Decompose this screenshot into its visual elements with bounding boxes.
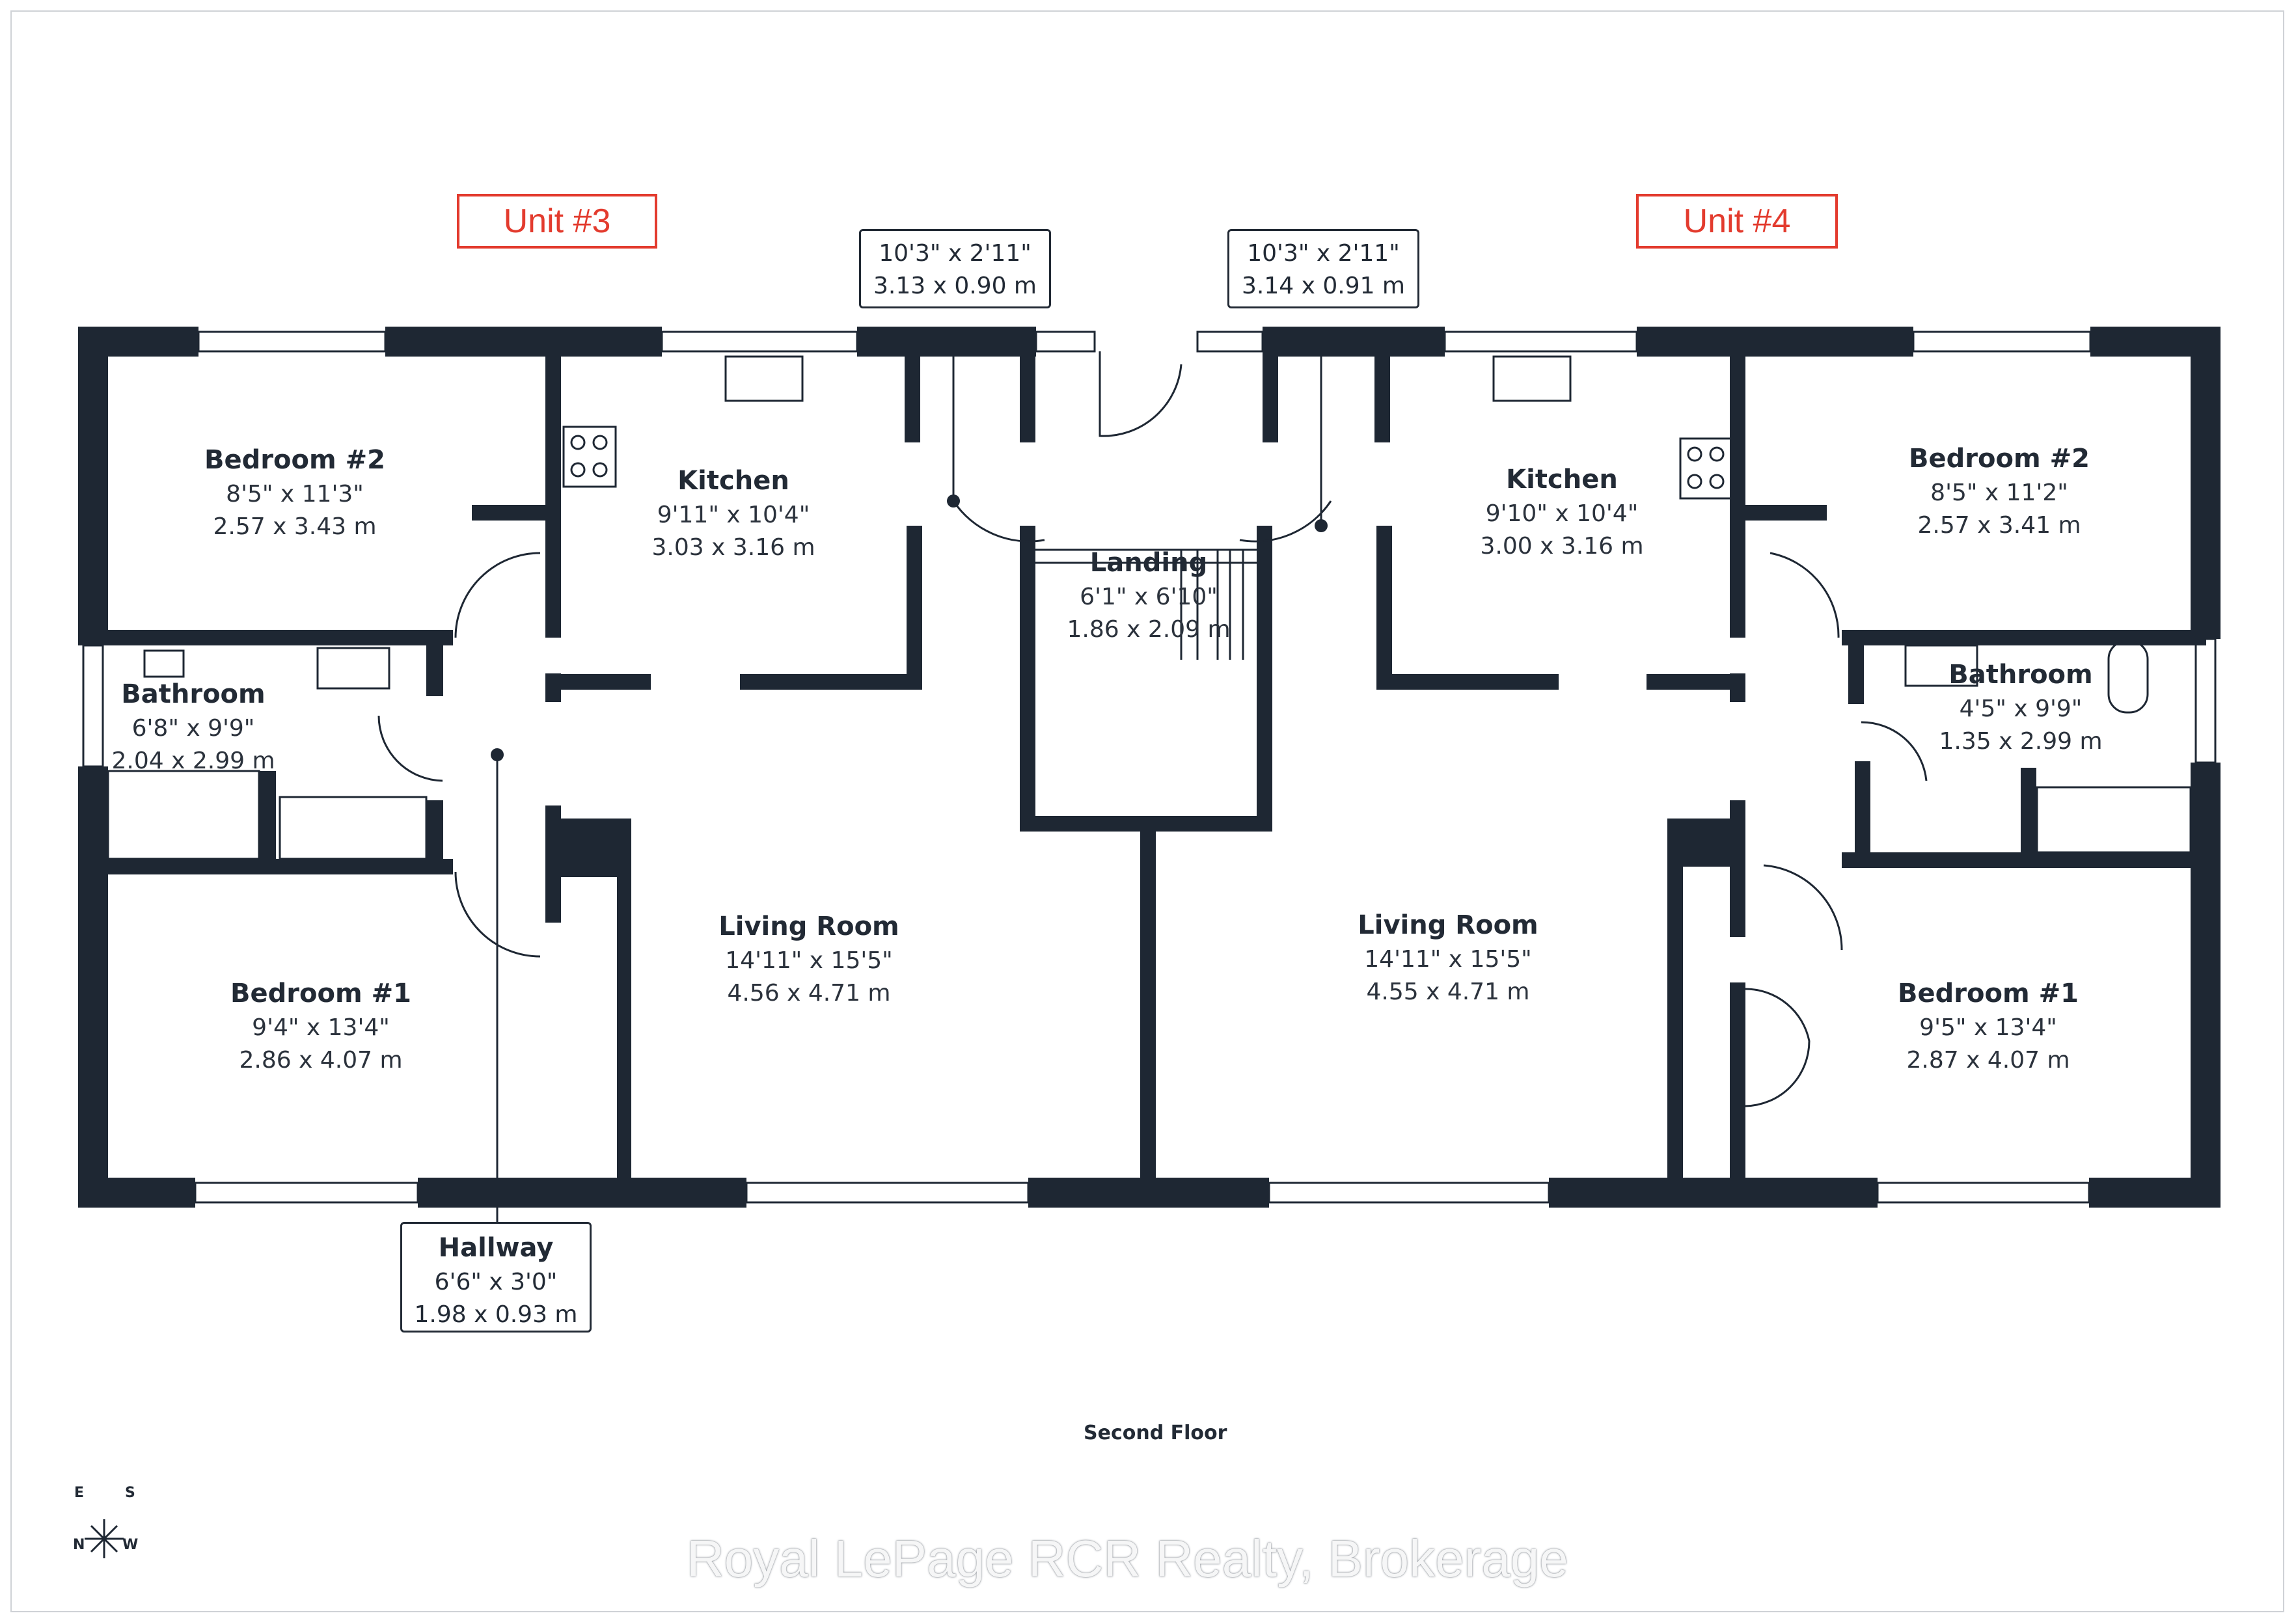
hallway-box: Hallway 6'6" x 3'0" 1.98 x 0.93 m [400,1222,592,1333]
balcony-3-imperial: 10'3" x 2'11" [879,240,1032,267]
page-frame [10,10,2284,1612]
compass-s: S [125,1485,135,1501]
hallway-name: Hallway [438,1233,554,1263]
compass-e: E [74,1485,85,1501]
unit-3-label: Unit #3 [457,194,657,249]
balcony-4-metric: 3.14 x 0.91 m [1241,272,1405,299]
unit-4-label: Unit #4 [1636,194,1838,249]
hallway-imperial: 6'6" x 3'0" [434,1269,558,1296]
balcony-4-imperial: 10'3" x 2'11" [1247,240,1400,267]
balcony-4-box: 10'3" x 2'11" 3.14 x 0.91 m [1227,229,1419,308]
fixtures [107,351,2192,1236]
hallway-metric: 1.98 x 0.93 m [414,1301,578,1328]
compass-rose-icon [85,1519,124,1558]
balcony-3-metric: 3.13 x 0.90 m [873,272,1037,299]
floor-label: Second Floor [1084,1422,1227,1444]
walls [78,327,2221,1208]
balcony-3-box: 10'3" x 2'11" 3.13 x 0.90 m [859,229,1051,308]
door-pins [491,494,1328,761]
compass-w: W [122,1537,139,1553]
compass-n: N [73,1537,85,1553]
watermark: Royal LePage RCR Realty, Brokerage [687,1530,1568,1588]
windows [82,331,2217,1204]
